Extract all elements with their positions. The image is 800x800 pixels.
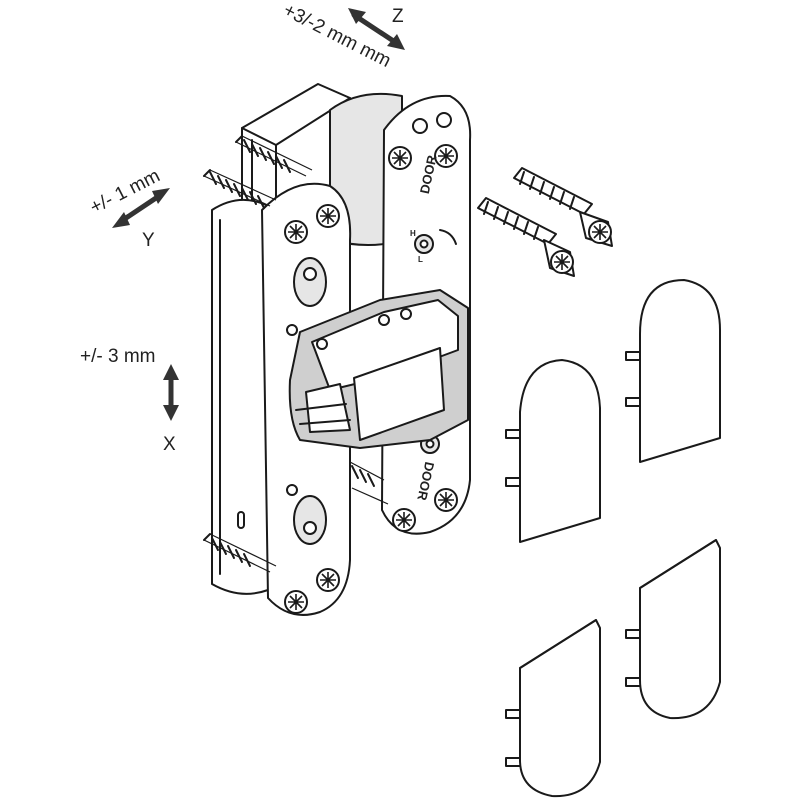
screw-head-icon bbox=[434, 488, 458, 512]
screw-head-icon bbox=[284, 220, 308, 244]
screw bbox=[349, 461, 389, 505]
screw-head-icon bbox=[588, 220, 612, 244]
x-adjust-indicator: +/- 3 mm X bbox=[80, 346, 179, 455]
cover-cap-top-right bbox=[625, 279, 721, 463]
y-adjust-label: +/- 1 mm bbox=[87, 165, 164, 218]
screw bbox=[203, 169, 277, 209]
cover-cap-bottom-left bbox=[505, 619, 601, 798]
screw-head-icon bbox=[392, 508, 416, 532]
cover-caps bbox=[505, 279, 721, 798]
screw bbox=[203, 533, 277, 573]
y-adjust-indicator: +/- 1 mm Y bbox=[87, 165, 170, 251]
screw-head-icon bbox=[388, 146, 412, 170]
cover-cap-middle-left bbox=[505, 359, 601, 543]
loose-screw bbox=[513, 167, 613, 247]
screw-head-icon bbox=[434, 144, 458, 168]
screw-head-icon bbox=[284, 590, 308, 614]
x-adjust-label: +/- 3 mm bbox=[80, 346, 155, 367]
adjust-mark-h: H bbox=[410, 229, 416, 238]
screw-head-icon bbox=[316, 568, 340, 592]
z-axis-label: Z bbox=[392, 6, 404, 27]
screw-head-icon bbox=[316, 204, 340, 228]
cover-cap-bottom-right bbox=[625, 539, 721, 720]
z-adjust-indicator: Z +3/-2 mm mm bbox=[280, 0, 405, 72]
adjust-mark-l: L bbox=[418, 255, 423, 264]
z-adjust-label: +3/-2 mm mm bbox=[280, 0, 394, 72]
screws bbox=[203, 135, 613, 573]
hinge-assembly: DOOR DOOR H L bbox=[211, 83, 472, 616]
y-axis-label: Y bbox=[142, 230, 155, 251]
screw-head-icon bbox=[550, 250, 574, 274]
loose-screw bbox=[477, 197, 575, 277]
x-axis-label: X bbox=[163, 434, 176, 455]
screw bbox=[235, 135, 313, 177]
